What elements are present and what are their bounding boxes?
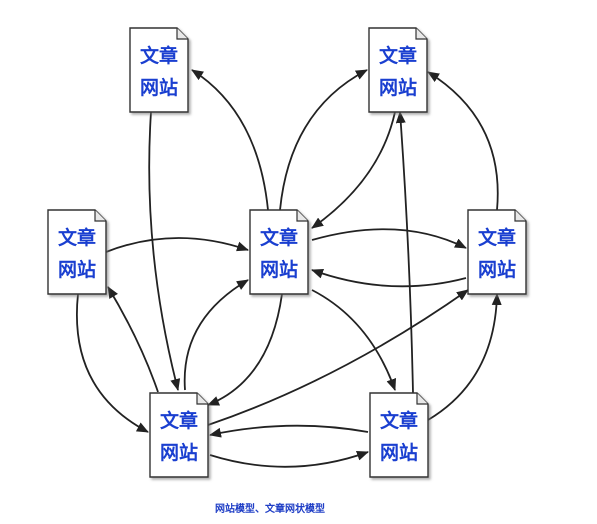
edge-arrow-top-left-to-bottom-left (148, 111, 181, 391)
folded-corner (415, 28, 427, 40)
edge-arrow-bottom-left-to-bottom-right (209, 451, 369, 468)
document-icon (467, 209, 527, 295)
document-icon (47, 209, 107, 295)
edge-arrow-center-to-top-right (279, 69, 368, 211)
node-label-line1: 文章 (58, 226, 96, 249)
edge-arrow-mid-left-to-bottom-left (76, 293, 149, 433)
folded-corner (94, 210, 106, 222)
folded-corner (514, 210, 526, 222)
document-icon (149, 392, 209, 478)
node-label-line2: 网站 (140, 76, 178, 99)
edge-arrow-bottom-left-to-center (183, 279, 249, 391)
edge-arrow-center-to-bottom-right (311, 289, 397, 391)
folded-corner (416, 393, 428, 405)
edge-arrow-bottom-right-to-bottom-left (209, 424, 369, 438)
diagram-caption: 网站模型、文章网状模型 (215, 504, 325, 515)
folded-corner (176, 28, 188, 40)
folded-corner (296, 210, 308, 222)
node-label-line1: 文章 (478, 226, 516, 249)
node-label-line1: 文章 (380, 409, 418, 432)
document-icon (249, 209, 309, 295)
edge-arrow-bottom-left-to-mid-left (107, 286, 159, 393)
edge-arrow-top-right-to-center (311, 111, 396, 229)
edge-arrow-center-to-mid-right (311, 228, 467, 249)
edge-arrow-mid-left-to-center (105, 237, 249, 253)
edge-arrow-center-to-bottom-left (207, 293, 283, 406)
node-label-line1: 文章 (260, 226, 298, 249)
node-label-line2: 网站 (380, 441, 418, 464)
edge-arrow-mid-right-to-top-right (427, 71, 499, 211)
document-icon (129, 27, 189, 113)
edge-arrow-bottom-right-to-mid-right (427, 293, 502, 421)
node-label-line2: 网站 (58, 258, 96, 281)
node-label-line1: 文章 (140, 44, 178, 67)
edges-layer (76, 69, 502, 468)
document-icon (368, 27, 428, 113)
edge-arrow-center-to-top-left (191, 69, 269, 211)
folded-corner (196, 393, 208, 405)
edge-arrow-bottom-right-to-top-right (395, 111, 414, 394)
node-label-line1: 文章 (160, 409, 198, 432)
node-label-line2: 网站 (260, 258, 298, 281)
edge-arrow-bottom-left-to-mid-right (207, 289, 469, 426)
node-label-line2: 网站 (478, 258, 516, 281)
node-label-line2: 网站 (160, 441, 198, 464)
node-label-line1: 文章 (379, 44, 417, 67)
node-label-line2: 网站 (379, 76, 417, 99)
document-icon (369, 392, 429, 478)
edge-arrow-mid-right-to-center (311, 269, 467, 288)
